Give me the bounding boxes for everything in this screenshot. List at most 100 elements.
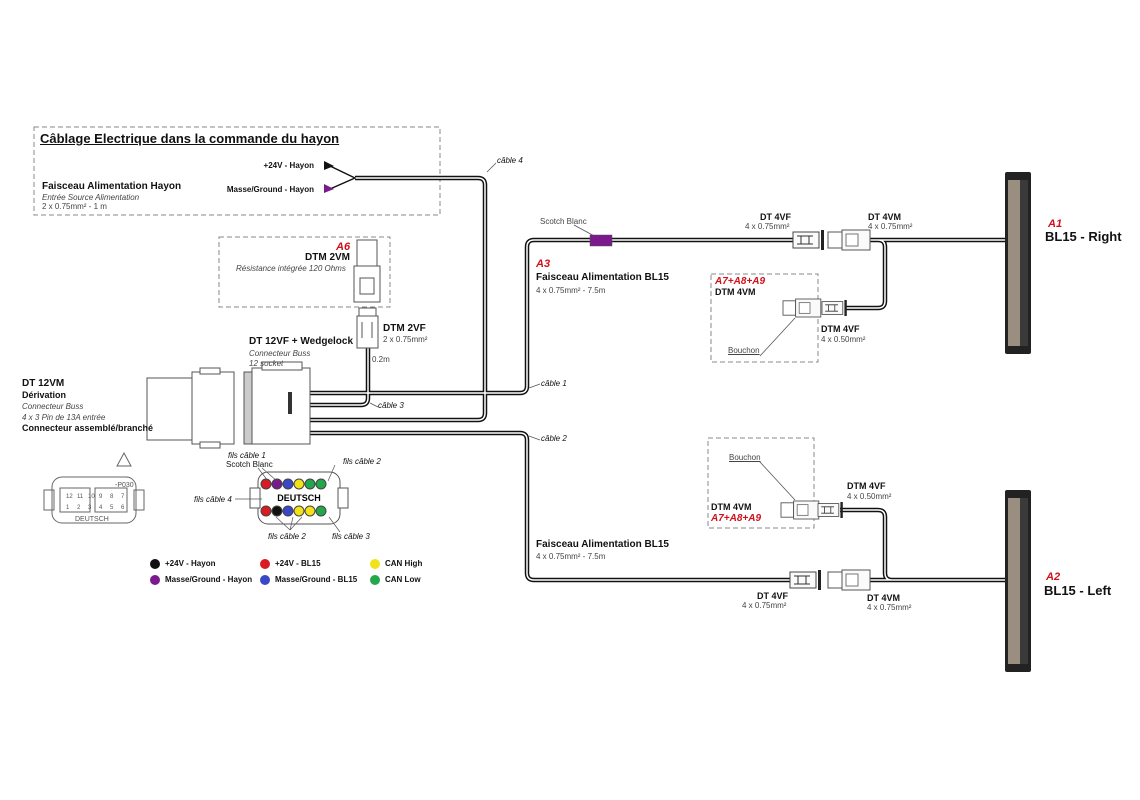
left-plug-ref: A7+A8+A9 [711, 513, 762, 524]
pin-bottom-6 [315, 505, 327, 517]
dt12vm-sub2: 4 x 3 Pin de 13A entrée [22, 413, 106, 422]
face-pin-number: 11 [77, 494, 84, 500]
pin-bottom-1 [260, 505, 272, 517]
dtm4vf-left [817, 501, 844, 519]
pin-bottom-5 [304, 505, 316, 517]
dtm2vf-title: DTM 2VF [383, 323, 426, 334]
bl15-left-bar [1005, 490, 1031, 672]
cable-2-label: câble 2 [541, 434, 567, 443]
face-pin-number: 5 [110, 505, 114, 511]
dt4vf-left-spec: 4 x 0.75mm² [742, 601, 787, 610]
dt12vf-sub1: Connecteur Buss [249, 349, 311, 358]
part-number: -P030 [115, 482, 134, 489]
hayon-harness-sub: Entrée Source Alimentation [42, 193, 140, 202]
legend-label-1: Masse/Ground - Hayon [165, 575, 253, 584]
face-pin-number: 7 [121, 494, 125, 500]
hayon-harness-spec: 2 x 0.75mm² - 1 m [42, 202, 107, 211]
legend-dot-5 [370, 575, 380, 585]
dt12vm-title: DT 12VM [22, 378, 65, 389]
legend-dot-0 [150, 559, 160, 569]
face-pin-number: 12 [66, 494, 73, 500]
dt4vm-right-title: DT 4VM [868, 212, 902, 222]
dtm4vf-right [821, 299, 848, 317]
dt4vm-left-spec: 4 x 0.75mm² [867, 603, 912, 612]
cable-1 [310, 237, 793, 396]
pin-top-2 [271, 478, 283, 490]
face-pin-number: 4 [99, 505, 103, 511]
legend-label-4: CAN High [385, 559, 423, 568]
dtm2vf-connector [356, 307, 379, 349]
hayon-harness-title: Faisceau Alimentation Hayon [42, 181, 182, 192]
legend-dot-4 [370, 559, 380, 569]
pin-top-3 [282, 478, 294, 490]
fils-cable-4: fils câble 4 [194, 495, 232, 504]
hayon-box [33, 126, 441, 216]
dt12vf-title: DT 12VF + Wedgelock [249, 336, 354, 347]
deutsch-face-drawing [43, 451, 145, 524]
dtm2vm-ref: A6 [336, 241, 351, 253]
fils-cable-1: fils câble 1 [228, 451, 266, 460]
scotch-blanc-marker [589, 234, 613, 247]
dt4vf-right-title: DT 4VF [760, 212, 792, 222]
face-pin-number: 3 [88, 505, 92, 511]
dtm4vm-plug-left [780, 500, 820, 520]
dt4vf-right-spec: 4 x 0.75mm² [745, 222, 790, 231]
right-plug-title: DTM 4VM [715, 287, 756, 297]
dtm4vf-right-spec: 4 x 0.50mm² [821, 335, 866, 344]
dtm4vf-right-title: DTM 4VF [821, 324, 860, 334]
pin-bottom-4 [293, 505, 305, 517]
dtm2vf-spec: 2 x 0.75mm² [383, 335, 428, 344]
dt12vm-connector [146, 367, 235, 449]
face-pin-number: 9 [99, 494, 103, 500]
dtm2vf-length: 0.2m [372, 355, 390, 364]
wires [310, 165, 1005, 583]
a1-ref: A1 [1048, 218, 1063, 230]
bl15-left-label: BL15 - Left [1044, 583, 1112, 598]
right-harness-title: Faisceau Alimentation BL15 [536, 272, 669, 283]
fils-cable-2-bottom: fils câble 2 [268, 532, 306, 541]
cable-3 [310, 345, 371, 408]
plus24-hayon-label: +24V - Hayon [263, 161, 314, 170]
cable-3-label: câble 3 [378, 401, 404, 410]
legend-label-0: +24V - Hayon [165, 559, 216, 568]
dtm2vm-sub: Résistance intégrée 120 Ohms [236, 264, 346, 273]
a2-ref: A2 [1046, 571, 1061, 583]
dt12vm-sub1: Connecteur Buss [22, 402, 84, 411]
right-bouchon-label: Bouchon [728, 346, 760, 355]
fils-cable-3: fils câble 3 [332, 532, 370, 541]
dt12vm-sub0: Dérivation [22, 390, 67, 400]
left-harness-title: Faisceau Alimentation BL15 [536, 539, 669, 550]
legend-label-2: +24V - BL15 [275, 559, 321, 568]
legend-dot-1 [150, 575, 160, 585]
dt4vm-right [827, 229, 871, 251]
right-plug-box [710, 273, 819, 363]
right-plug-ref: A7+A8+A9 [715, 276, 766, 287]
dt12vf-sub2: 12 socket [249, 359, 284, 368]
dt4vf-left [789, 569, 822, 591]
legend-label-5: CAN Low [385, 575, 421, 584]
pin-top-1 [260, 478, 272, 490]
left-plug-title: DTM 4VM [711, 502, 752, 512]
left-harness-spec: 4 x 0.75mm² - 7.5m [536, 552, 606, 561]
a3-ref: A3 [536, 258, 551, 270]
deutsch-face-brand: DEUTSCH [75, 516, 109, 523]
dt4vm-left [827, 569, 871, 591]
pinout-scotch: Scotch Blanc [226, 460, 273, 469]
hayon-box-title: Câblage Electrique dans la commande du h… [40, 131, 340, 146]
dtm4vf-left-spec: 4 x 0.50mm² [847, 492, 892, 501]
dtm2vm-connector [353, 239, 381, 303]
face-pin-number: 1 [66, 505, 70, 511]
masse-hayon-label: Masse/Ground - Hayon [226, 185, 314, 194]
legend-dot-2 [260, 559, 270, 569]
pin-top-4 [293, 478, 305, 490]
masse-hayon-arrow [324, 184, 334, 193]
pinout-brand: DEUTSCH [277, 493, 321, 503]
dtm4vf-left-title: DTM 4VF [847, 481, 886, 491]
dt4vm-left-title: DT 4VM [867, 593, 901, 603]
pin-top-5 [304, 478, 316, 490]
left-bouchon-label: Bouchon [729, 453, 761, 462]
pin-bottom-2 [271, 505, 283, 517]
cable-1-label: câble 1 [541, 379, 567, 388]
